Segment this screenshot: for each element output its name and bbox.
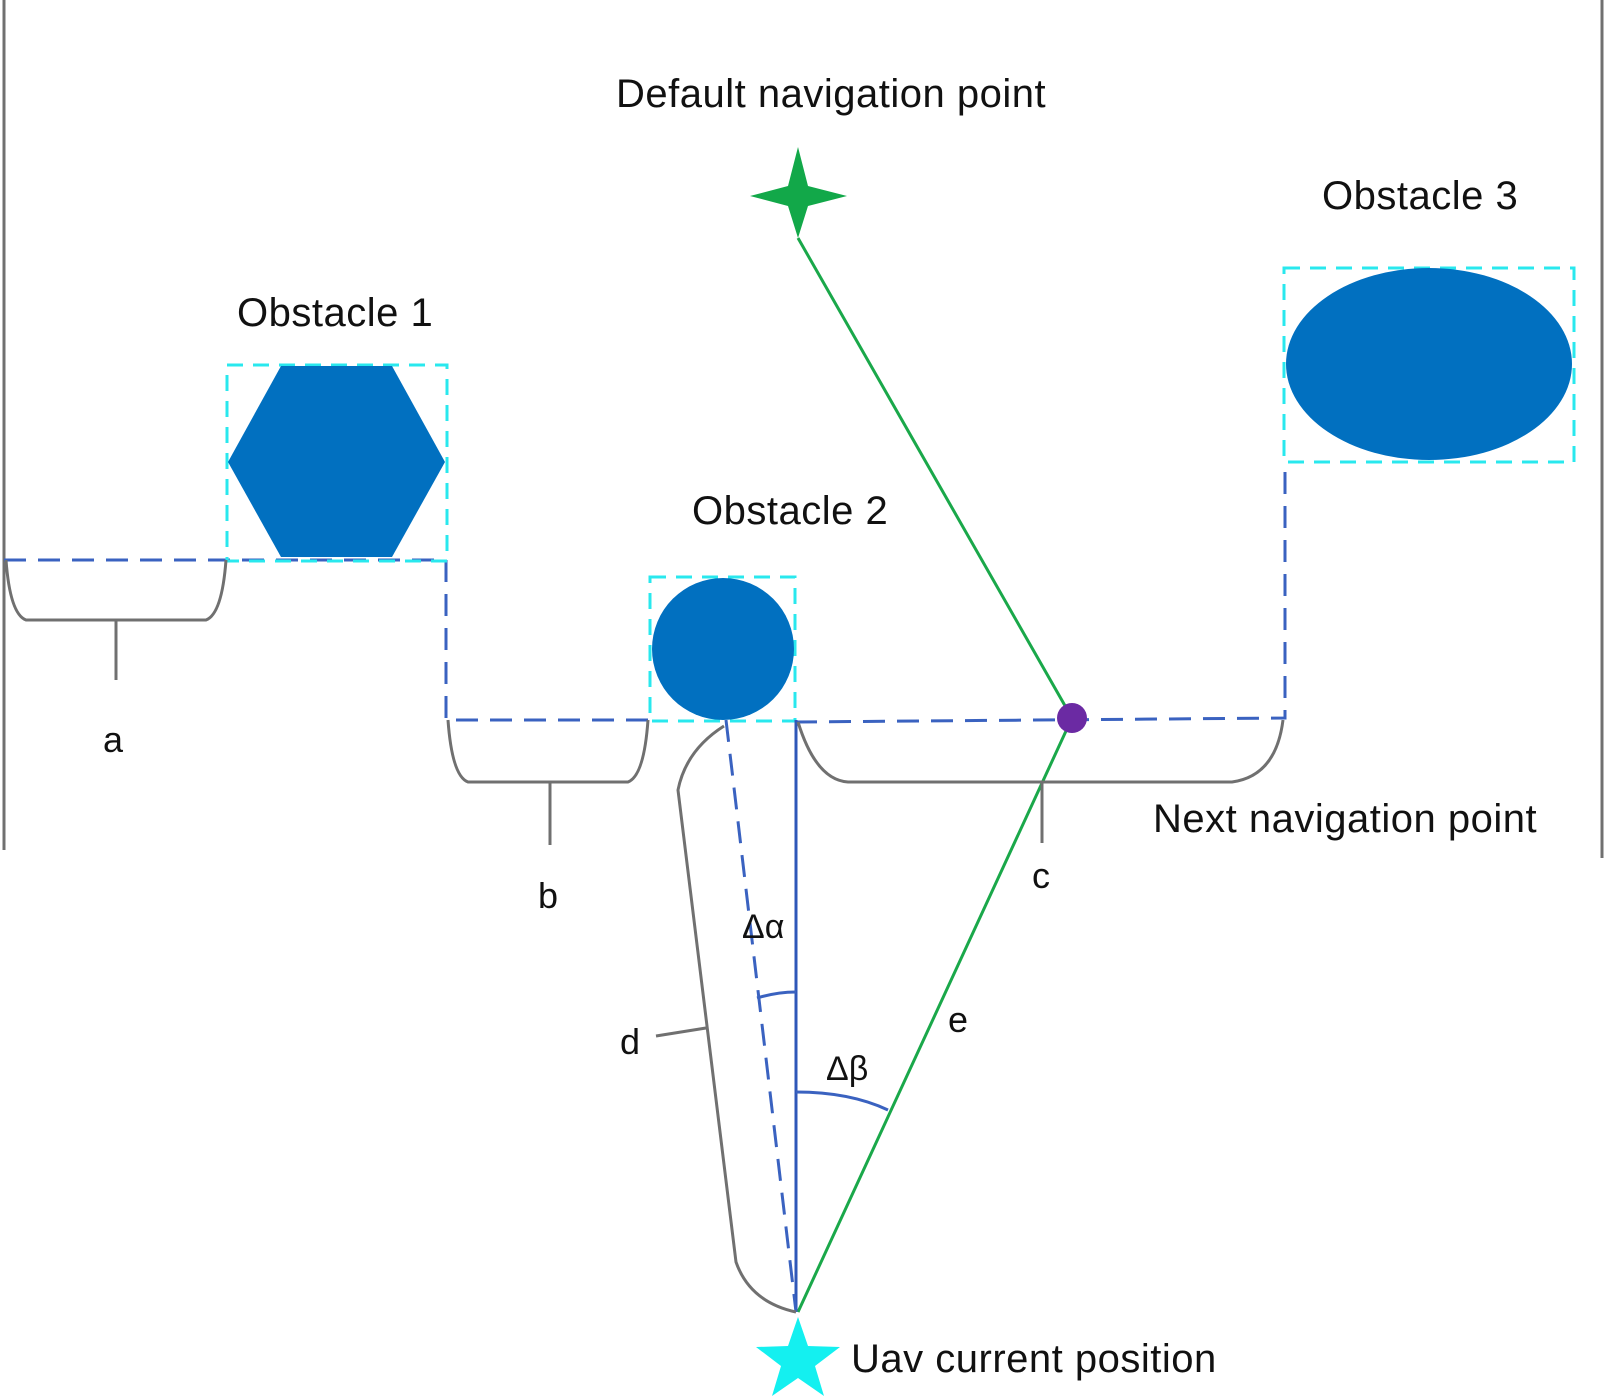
brace-a [4, 559, 228, 680]
obstacle-2-sight-line [724, 719, 798, 1313]
free-space-boundary [4, 558, 650, 722]
dist-d-label: d [620, 1021, 640, 1062]
default-nav-point-label: Default navigation point [616, 72, 1046, 116]
brace-d [655, 724, 797, 1314]
obstacle-3-label: Obstacle 3 [1322, 174, 1518, 218]
uav-position-label: Uav current position [851, 1337, 1217, 1381]
obstacle-1-bounding-box [225, 363, 449, 563]
obstacle-1-hexagon [228, 366, 445, 557]
angle-beta-label: Δβ [826, 1050, 868, 1088]
angle-alpha-arc [756, 990, 797, 1000]
planned-path [796, 237, 1074, 1313]
obstacle-2-bounding-box [648, 575, 797, 723]
gap-b-label: b [538, 875, 558, 916]
gap-c-label: c [1032, 855, 1050, 896]
obstacle-1-label: Obstacle 1 [237, 291, 433, 335]
gap-a-label: a [103, 719, 124, 760]
obstacle-2-label: Obstacle 2 [692, 489, 888, 533]
brace-c [796, 719, 1285, 843]
five-point-star-icon [756, 1317, 840, 1396]
free-space-boundary-right [794, 460, 1287, 724]
dist-e-label: e [948, 999, 968, 1040]
brace-b [446, 719, 650, 845]
angle-beta-arc [795, 1090, 889, 1112]
obstacle-3-ellipse [1286, 268, 1572, 460]
four-point-star-icon [750, 147, 847, 238]
next-nav-point-label: Next navigation point [1153, 797, 1537, 841]
angle-alpha-label: Δα [742, 908, 784, 946]
obstacle-2-circle [652, 578, 794, 720]
dot-icon [1057, 703, 1087, 733]
